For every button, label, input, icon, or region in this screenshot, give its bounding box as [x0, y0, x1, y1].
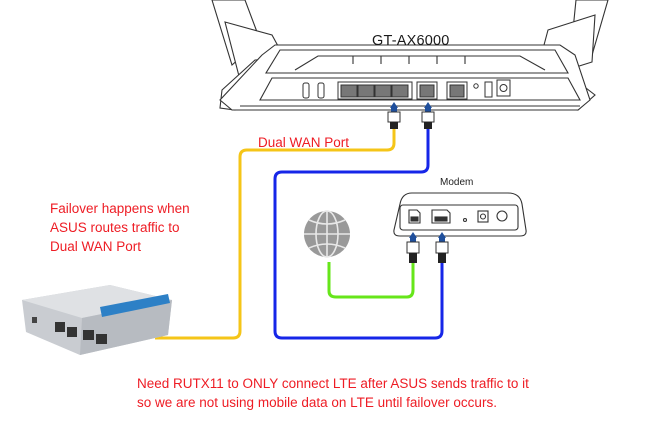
requirement-note: Need RUTX11 to ONLY connect LTE after AS… [137, 374, 529, 412]
yellow-cable [155, 128, 396, 340]
lan-port-1 [391, 84, 409, 98]
rutx11-port-2 [67, 327, 77, 337]
globe-icon [304, 210, 350, 258]
rutx11-power [32, 317, 37, 323]
modem-connector-green [406, 232, 420, 263]
lan-port-3 [357, 84, 375, 98]
modem-power-button [496, 210, 508, 222]
router-connector-blue [421, 102, 435, 129]
lan-port-4 [340, 84, 358, 98]
dual-wan-port-label: Dual WAN Port [258, 135, 350, 150]
rutx11-port-3 [83, 330, 94, 340]
router-connector-yellow [387, 102, 401, 129]
modem-reset [462, 217, 468, 223]
router-ports [302, 79, 511, 100]
rutx11-device [22, 285, 172, 355]
failover-note-line: Failover happens when [50, 201, 190, 216]
modem-connector-blue [435, 232, 449, 263]
requirement-note-line: Need RUTX11 to ONLY connect LTE after AS… [137, 376, 529, 391]
blue-cable [273, 128, 444, 340]
router-body [219, 44, 591, 111]
usb-port-2 [317, 82, 325, 99]
modem-device [393, 192, 527, 237]
modem-label: Modem [440, 177, 474, 188]
reset-button [473, 83, 479, 89]
green-cable [327, 262, 415, 299]
failover-note: Failover happens when ASUS routes traffi… [50, 199, 190, 256]
power-switch [484, 81, 493, 98]
router-model-label: GT-AX6000 [372, 33, 450, 49]
requirement-note-line: so we are not using mobile data on LTE u… [137, 395, 497, 410]
failover-note-line: Dual WAN Port [50, 239, 142, 254]
usb-port-1 [302, 82, 310, 99]
failover-note-line: ASUS routes traffic to [50, 220, 180, 235]
rutx11-port-1 [55, 322, 65, 332]
lan-port-2 [374, 84, 392, 98]
rutx11-port-4 [96, 334, 107, 344]
